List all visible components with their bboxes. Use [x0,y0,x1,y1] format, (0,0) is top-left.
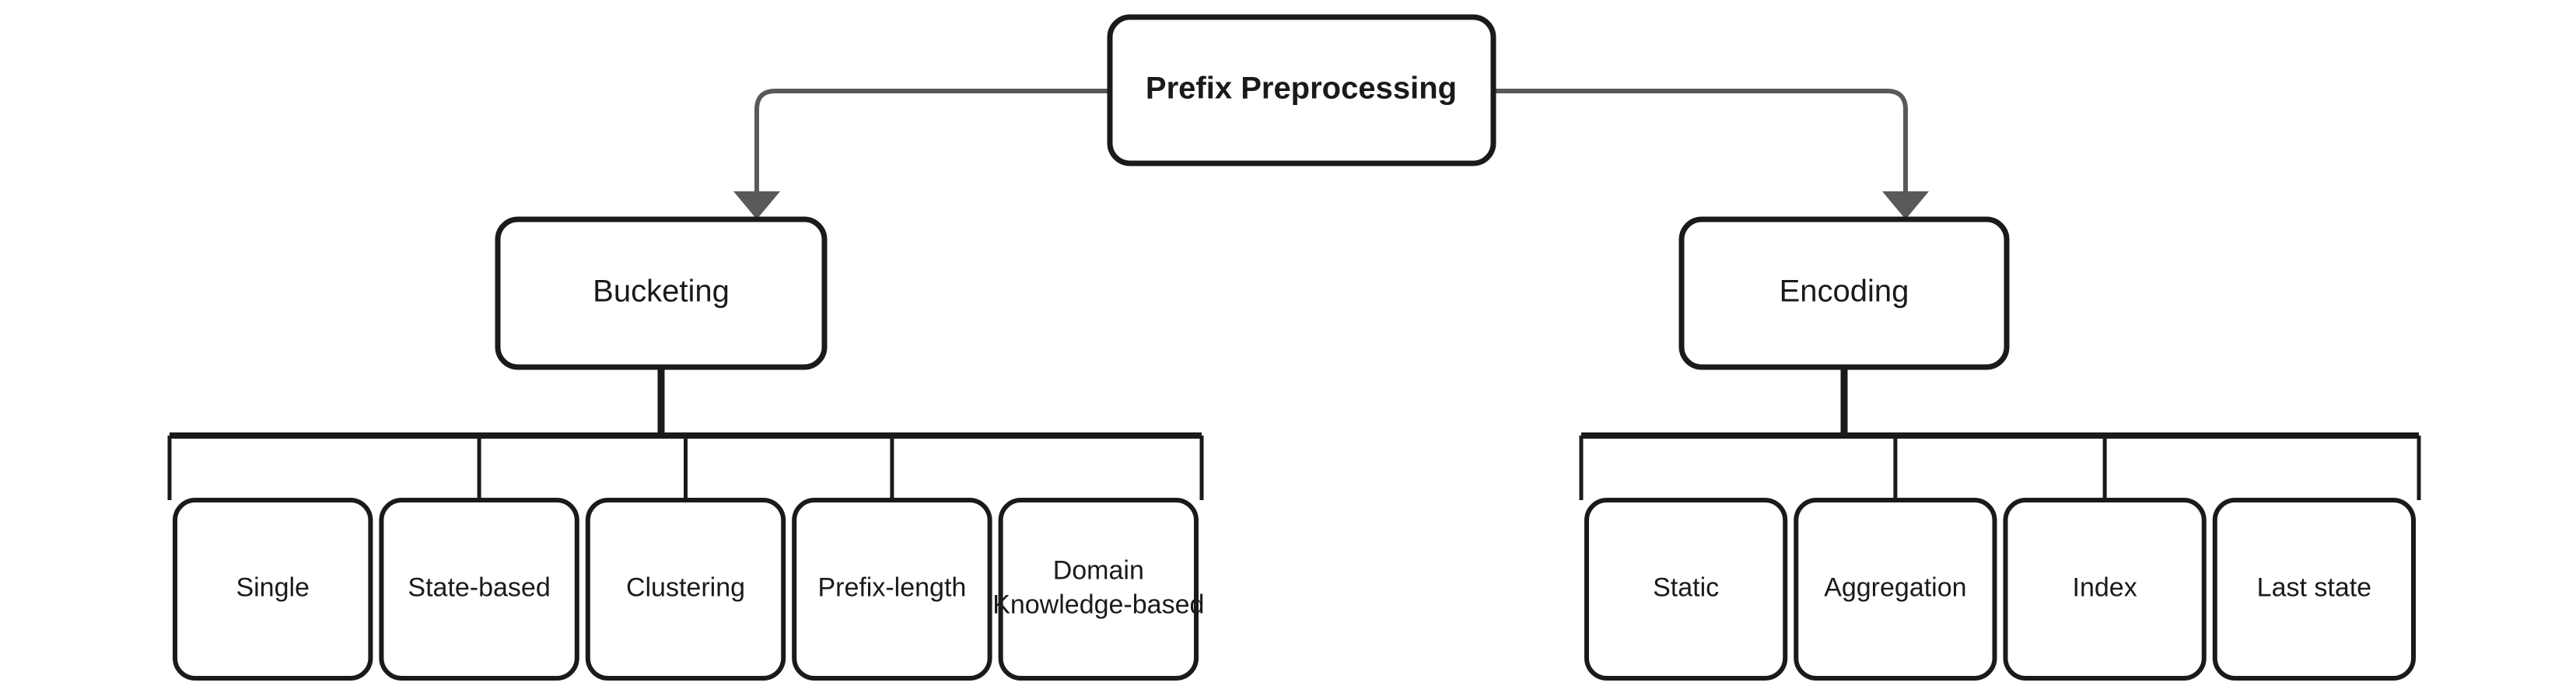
leaf-label-line: Static [1653,572,1719,602]
leaf-box[interactable] [173,498,373,681]
leaf-nodes-encoding: Static Aggregation Index Last state [1584,498,2416,681]
leaf-label-line: State-based [408,572,550,602]
node-leaf-last-state[interactable]: Last state [2212,498,2416,681]
node-leaf-state-based[interactable]: State-based [379,498,579,681]
leaf-label-line: Last state [2257,572,2371,602]
leaf-box[interactable] [585,498,786,681]
leaf-label-line: Clustering [626,572,745,602]
leaf-box[interactable] [2212,498,2416,681]
leaf-label-line: Knowledge-based [992,590,1204,619]
node-encoding-label: Encoding [1780,275,1909,309]
leaf-box[interactable] [998,498,1199,681]
node-bucketing-box[interactable] [495,216,828,370]
node-leaf-prefix-length[interactable]: Prefix-length [792,498,992,681]
leaf-label-line: Single [236,572,310,602]
leaf-label-line: Aggregation [1824,572,1966,602]
node-root-box[interactable] [1107,14,1496,166]
leaf-label: Prefix-length [817,572,966,602]
node-bucketing[interactable]: Bucketing [495,216,828,370]
edge-root-to-encoding [1493,89,1908,196]
leaf-label: Index [2073,572,2137,602]
leaf-label: Static [1653,572,1719,602]
node-encoding-box[interactable] [1678,216,2010,370]
drops-bucketing [167,436,1204,500]
leaf-label: Single [236,572,310,602]
node-prefix-preprocessing[interactable]: Prefix Preprocessing [1107,14,1496,166]
arrowhead-encoding-icon [1882,191,1929,219]
leaf-box[interactable] [1584,498,1788,681]
edge-root-to-bucketing [754,89,1110,196]
node-leaf-single[interactable]: Single [173,498,373,681]
node-leaf-index[interactable]: Index [2003,498,2207,681]
node-leaf-clustering[interactable]: Clustering [585,498,786,681]
node-bucketing-label: Bucketing [593,275,730,309]
node-encoding[interactable]: Encoding [1678,216,2010,370]
leaf-label-line: Prefix-length [817,572,966,602]
node-leaf-aggregation[interactable]: Aggregation [1794,498,1997,681]
leaf-box[interactable] [2003,498,2207,681]
leaf-label: Last state [2257,572,2371,602]
node-leaf-static[interactable]: Static [1584,498,1788,681]
arrowhead-bucketing-icon [733,191,780,219]
leaf-box[interactable] [792,498,992,681]
leaf-box[interactable] [1794,498,1997,681]
leaf-box[interactable] [379,498,579,681]
leaf-label: State-based [408,572,550,602]
leaf-label-line: Index [2073,572,2137,602]
leaf-nodes-bucketing: Single State-based Clustering Prefix-length… [173,498,1204,681]
leaf-label: Aggregation [1824,572,1966,602]
node-root-label: Prefix Preprocessing [1146,72,1457,106]
leaf-label: Clustering [626,572,745,602]
drops-encoding [1579,436,2421,500]
leaf-label-line: Domain [1053,555,1144,585]
